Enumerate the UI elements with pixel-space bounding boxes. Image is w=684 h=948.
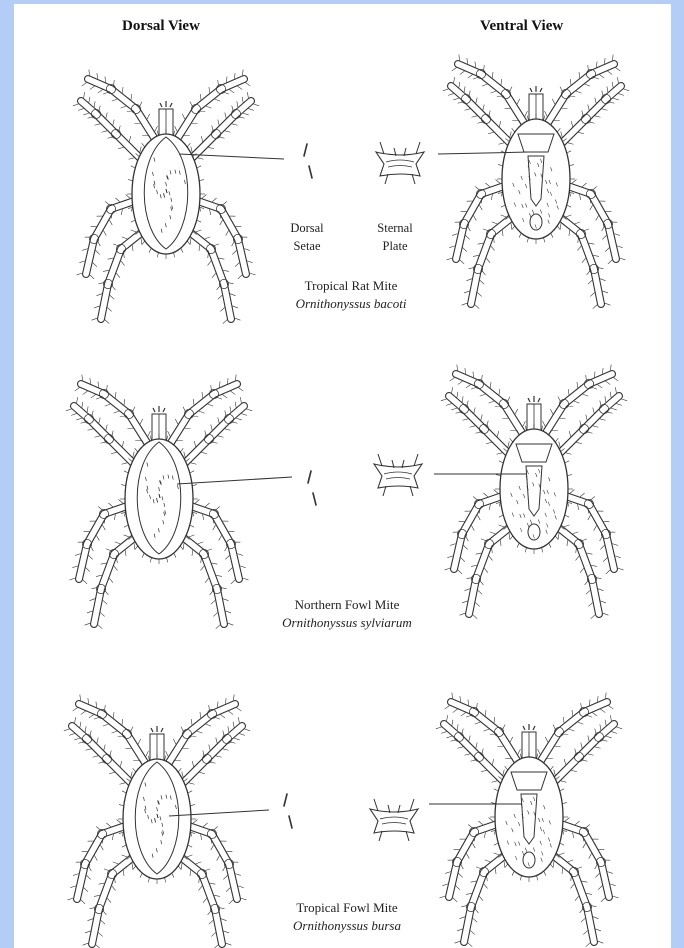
sternal-plate-detail: [370, 799, 418, 841]
leg: [469, 524, 514, 614]
leg: [471, 214, 516, 304]
leg: [549, 852, 594, 942]
dorsal-setae-label: Dorsal Setae: [282, 219, 332, 255]
leg: [556, 214, 601, 304]
leg: [554, 524, 599, 614]
ventral-mite-drawing: [441, 365, 627, 619]
leg: [179, 534, 224, 624]
mite-scientific-name: Ornithonyssus bacoti: [231, 296, 471, 312]
idiosoma: [125, 439, 193, 559]
dorsal-setae-detail: [284, 794, 292, 828]
idiosoma: [495, 757, 563, 877]
leg: [101, 229, 146, 319]
idiosoma: [502, 119, 570, 239]
leg: [464, 852, 509, 942]
ventral-mite-drawing: [443, 55, 629, 309]
dorsal-mite-drawing: [66, 375, 252, 629]
mite-illustrations: [14, 4, 671, 948]
sternal-plate-label: Sternal Plate: [367, 219, 423, 255]
dorsal-setae-detail: [304, 144, 312, 178]
leg: [177, 854, 222, 944]
dorsal-mite-drawing: [64, 695, 250, 948]
idiosoma: [132, 134, 200, 254]
mite-common-name: Tropical Fowl Mite: [227, 900, 467, 916]
idiosoma: [500, 429, 568, 549]
diagram-frame: Dorsal View Ventral View Dorsal Setae St…: [14, 4, 671, 948]
sternal-plate-detail: [376, 142, 424, 184]
leader-line: [177, 477, 292, 484]
mite-scientific-name: Ornithonyssus sylviarum: [227, 615, 467, 631]
mite-common-name: Tropical Rat Mite: [231, 278, 471, 294]
mite-scientific-name: Ornithonyssus bursa: [227, 918, 467, 934]
dorsal-setae-detail: [308, 471, 316, 505]
leg: [92, 854, 137, 944]
leg: [94, 534, 139, 624]
sternal-plate-detail: [374, 454, 422, 496]
idiosoma: [123, 759, 191, 879]
mite-common-name: Northern Fowl Mite: [227, 597, 467, 613]
leg: [186, 229, 231, 319]
